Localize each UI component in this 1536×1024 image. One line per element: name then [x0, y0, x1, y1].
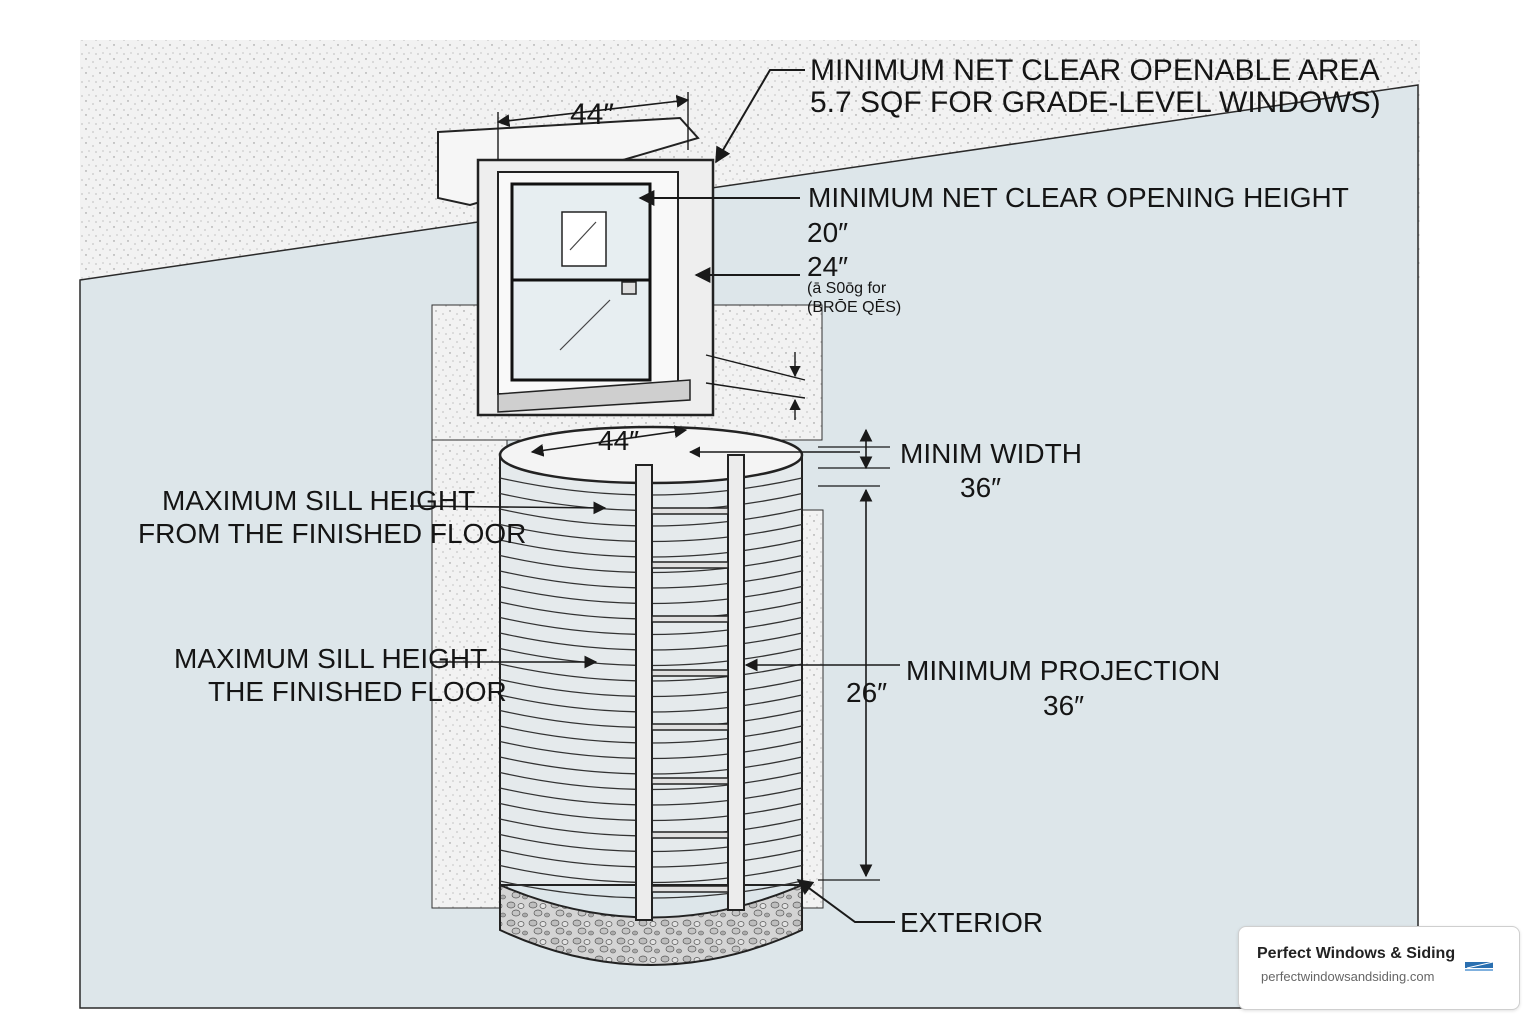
leader-sill-1	[409, 501, 607, 515]
label-sill-height-2a: MAXIMUM SILL HEIGHT	[174, 643, 487, 674]
leader-openable-area	[715, 69, 805, 164]
egress-ladder	[635, 454, 745, 921]
well-base-gravel	[499, 883, 803, 966]
label-opening-height-24: 24″	[807, 251, 848, 282]
window-sill	[497, 379, 691, 413]
badge-url[interactable]: perfectwindowsandsiding.com	[1261, 969, 1435, 984]
label-garbled-1: (ā S0ōg for	[807, 280, 887, 297]
label-minim-width: MINIM WIDTH	[900, 438, 1082, 469]
ladder-rungs	[651, 507, 729, 893]
label-projection-value: 36″	[1043, 690, 1084, 721]
label-sill-height-2b: THE FINISHED FLOOR	[208, 676, 507, 707]
label-well-width: 44″	[598, 425, 639, 456]
watermark-badge[interactable]: Perfect Windows & Siding perfectwindowsa…	[1238, 926, 1520, 1010]
label-projection: MINIMUM PROJECTION	[906, 655, 1220, 686]
dim-line-well-width	[530, 425, 688, 457]
window-pane-sticker	[561, 211, 607, 267]
label-opening-height-20: 20″	[807, 217, 848, 248]
leader-exterior	[796, 879, 895, 923]
glass-reflection	[559, 299, 611, 351]
badge-title: Perfect Windows & Siding	[1257, 945, 1456, 962]
backfill-left	[431, 439, 508, 909]
glass-reflection	[569, 221, 597, 251]
ladder-rung	[651, 723, 729, 731]
label-exterior: EXTERIOR	[900, 907, 1043, 938]
label-sill-height-1b: FROM THE FINISHED FLOOR	[138, 518, 526, 549]
label-openable-area-1: MINIMUM NET CLEAR OPENABLE AREA	[810, 54, 1380, 87]
label-opening-height: MINIMUM NET CLEAR OPENING HEIGHT	[808, 182, 1349, 213]
ladder-rung	[651, 561, 729, 569]
label-openable-area-2: 5.7 SQF FOR GRADE-LEVEL WINDOWS)	[810, 86, 1381, 119]
label-window-width: 44″	[570, 98, 614, 131]
company-logo-icon	[1465, 961, 1494, 971]
label-garbled-2: (BRŌE QĒS)	[807, 298, 901, 316]
ladder-rung	[651, 615, 729, 623]
ladder-rung	[651, 885, 729, 893]
dim-line-top-width	[496, 94, 690, 128]
well-corrugation	[499, 477, 803, 899]
window-latch	[621, 281, 637, 295]
label-sill-height-1a: MAXIMUM SILL HEIGHT	[162, 485, 475, 516]
label-minim-width-value: 36″	[960, 472, 1001, 503]
ladder-rung	[651, 831, 729, 839]
ladder-rung	[651, 669, 729, 677]
ladder-rung	[651, 507, 729, 515]
dim-line-small	[705, 382, 806, 399]
label-depth: 26″	[846, 677, 887, 708]
ladder-rung	[651, 777, 729, 785]
dim-line-small	[705, 354, 806, 381]
